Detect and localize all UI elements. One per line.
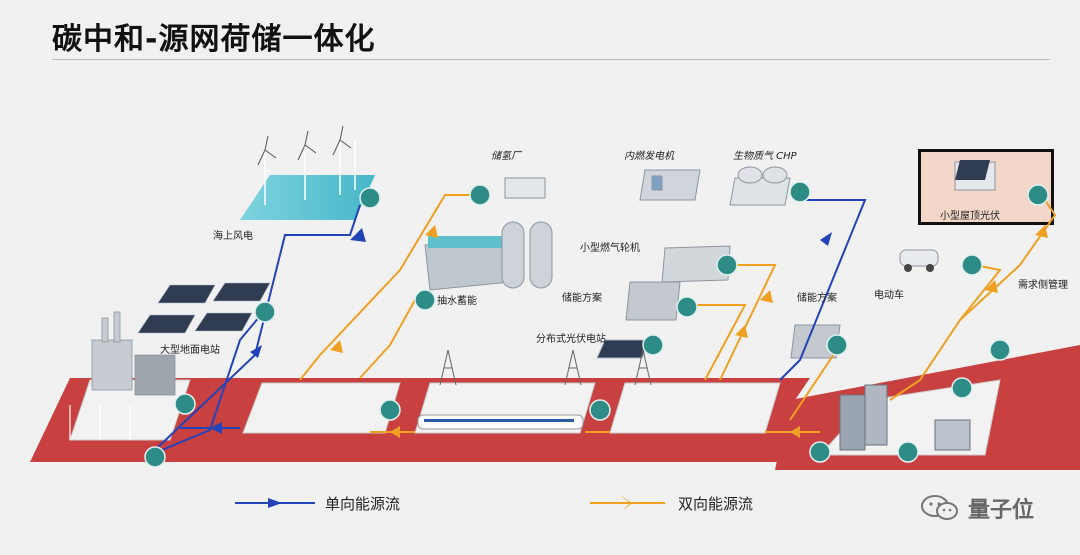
distributed-pv-panels (596, 339, 651, 359)
ice-generator (639, 169, 701, 201)
transmission-towers (439, 349, 652, 386)
ev-car (899, 249, 939, 272)
title-divider (52, 59, 1050, 60)
label-small-gas-turbine: 小型燃气轮机 (580, 243, 640, 254)
label-biomass-chp: 生物质气 CHP (733, 151, 797, 162)
page-title: 碳中和-源网荷储一体化 (52, 22, 376, 57)
two-way-arrows (330, 225, 1048, 438)
label-rooftop-pv: 小型屋顶光伏 (940, 211, 1000, 222)
two-way-flows (299, 194, 1057, 433)
label-pumped-storage: 抽水蓄能 (437, 296, 477, 307)
one-way-flows (149, 199, 867, 456)
label-offshore-wind: 海上风电 (213, 231, 253, 242)
rooftop-pv-house (954, 160, 996, 191)
label-ice-generator: 内燃发电机 (624, 151, 674, 162)
label-ground-pv: 大型地面电站 (160, 345, 220, 356)
substation-platform (242, 382, 401, 434)
label-distributed-pv: 分布式光伏电站 (536, 334, 606, 345)
watermark-text: 量子位 (968, 498, 1035, 523)
hydrogen-tanks (501, 221, 553, 289)
city-buildings (839, 384, 971, 451)
storage-1-block (625, 281, 681, 321)
wechat-icon (921, 495, 958, 520)
legend-two-way-line (590, 495, 665, 511)
wind-turbines (264, 140, 356, 205)
energy-meters (144, 181, 1049, 468)
power-plant (91, 311, 176, 396)
legend-one-way-label: 单向能源流 (325, 495, 401, 513)
small-gas-turbine (661, 245, 731, 283)
legend-one-way-line (235, 498, 315, 508)
label-demand-mgmt: 需求侧管理 (1018, 280, 1068, 291)
tower-platform (609, 382, 781, 434)
train (417, 414, 584, 430)
one-way-arrows (210, 228, 832, 434)
label-storage-1: 储能方案 (562, 293, 602, 304)
legend-two-way-label: 双向能源流 (678, 495, 754, 513)
label-ev: 电动车 (874, 290, 904, 301)
watermark: 量子位 (920, 492, 1034, 524)
hydrogen-plant (504, 177, 546, 199)
label-hydrogen-plant: 储氢厂 (491, 151, 521, 162)
chp-plant (729, 166, 791, 206)
land-wind-turbines (69, 405, 131, 440)
offshore-wind-platform (240, 175, 375, 220)
label-storage-2: 储能方案 (797, 293, 837, 304)
ground-pv-panels (137, 282, 271, 334)
